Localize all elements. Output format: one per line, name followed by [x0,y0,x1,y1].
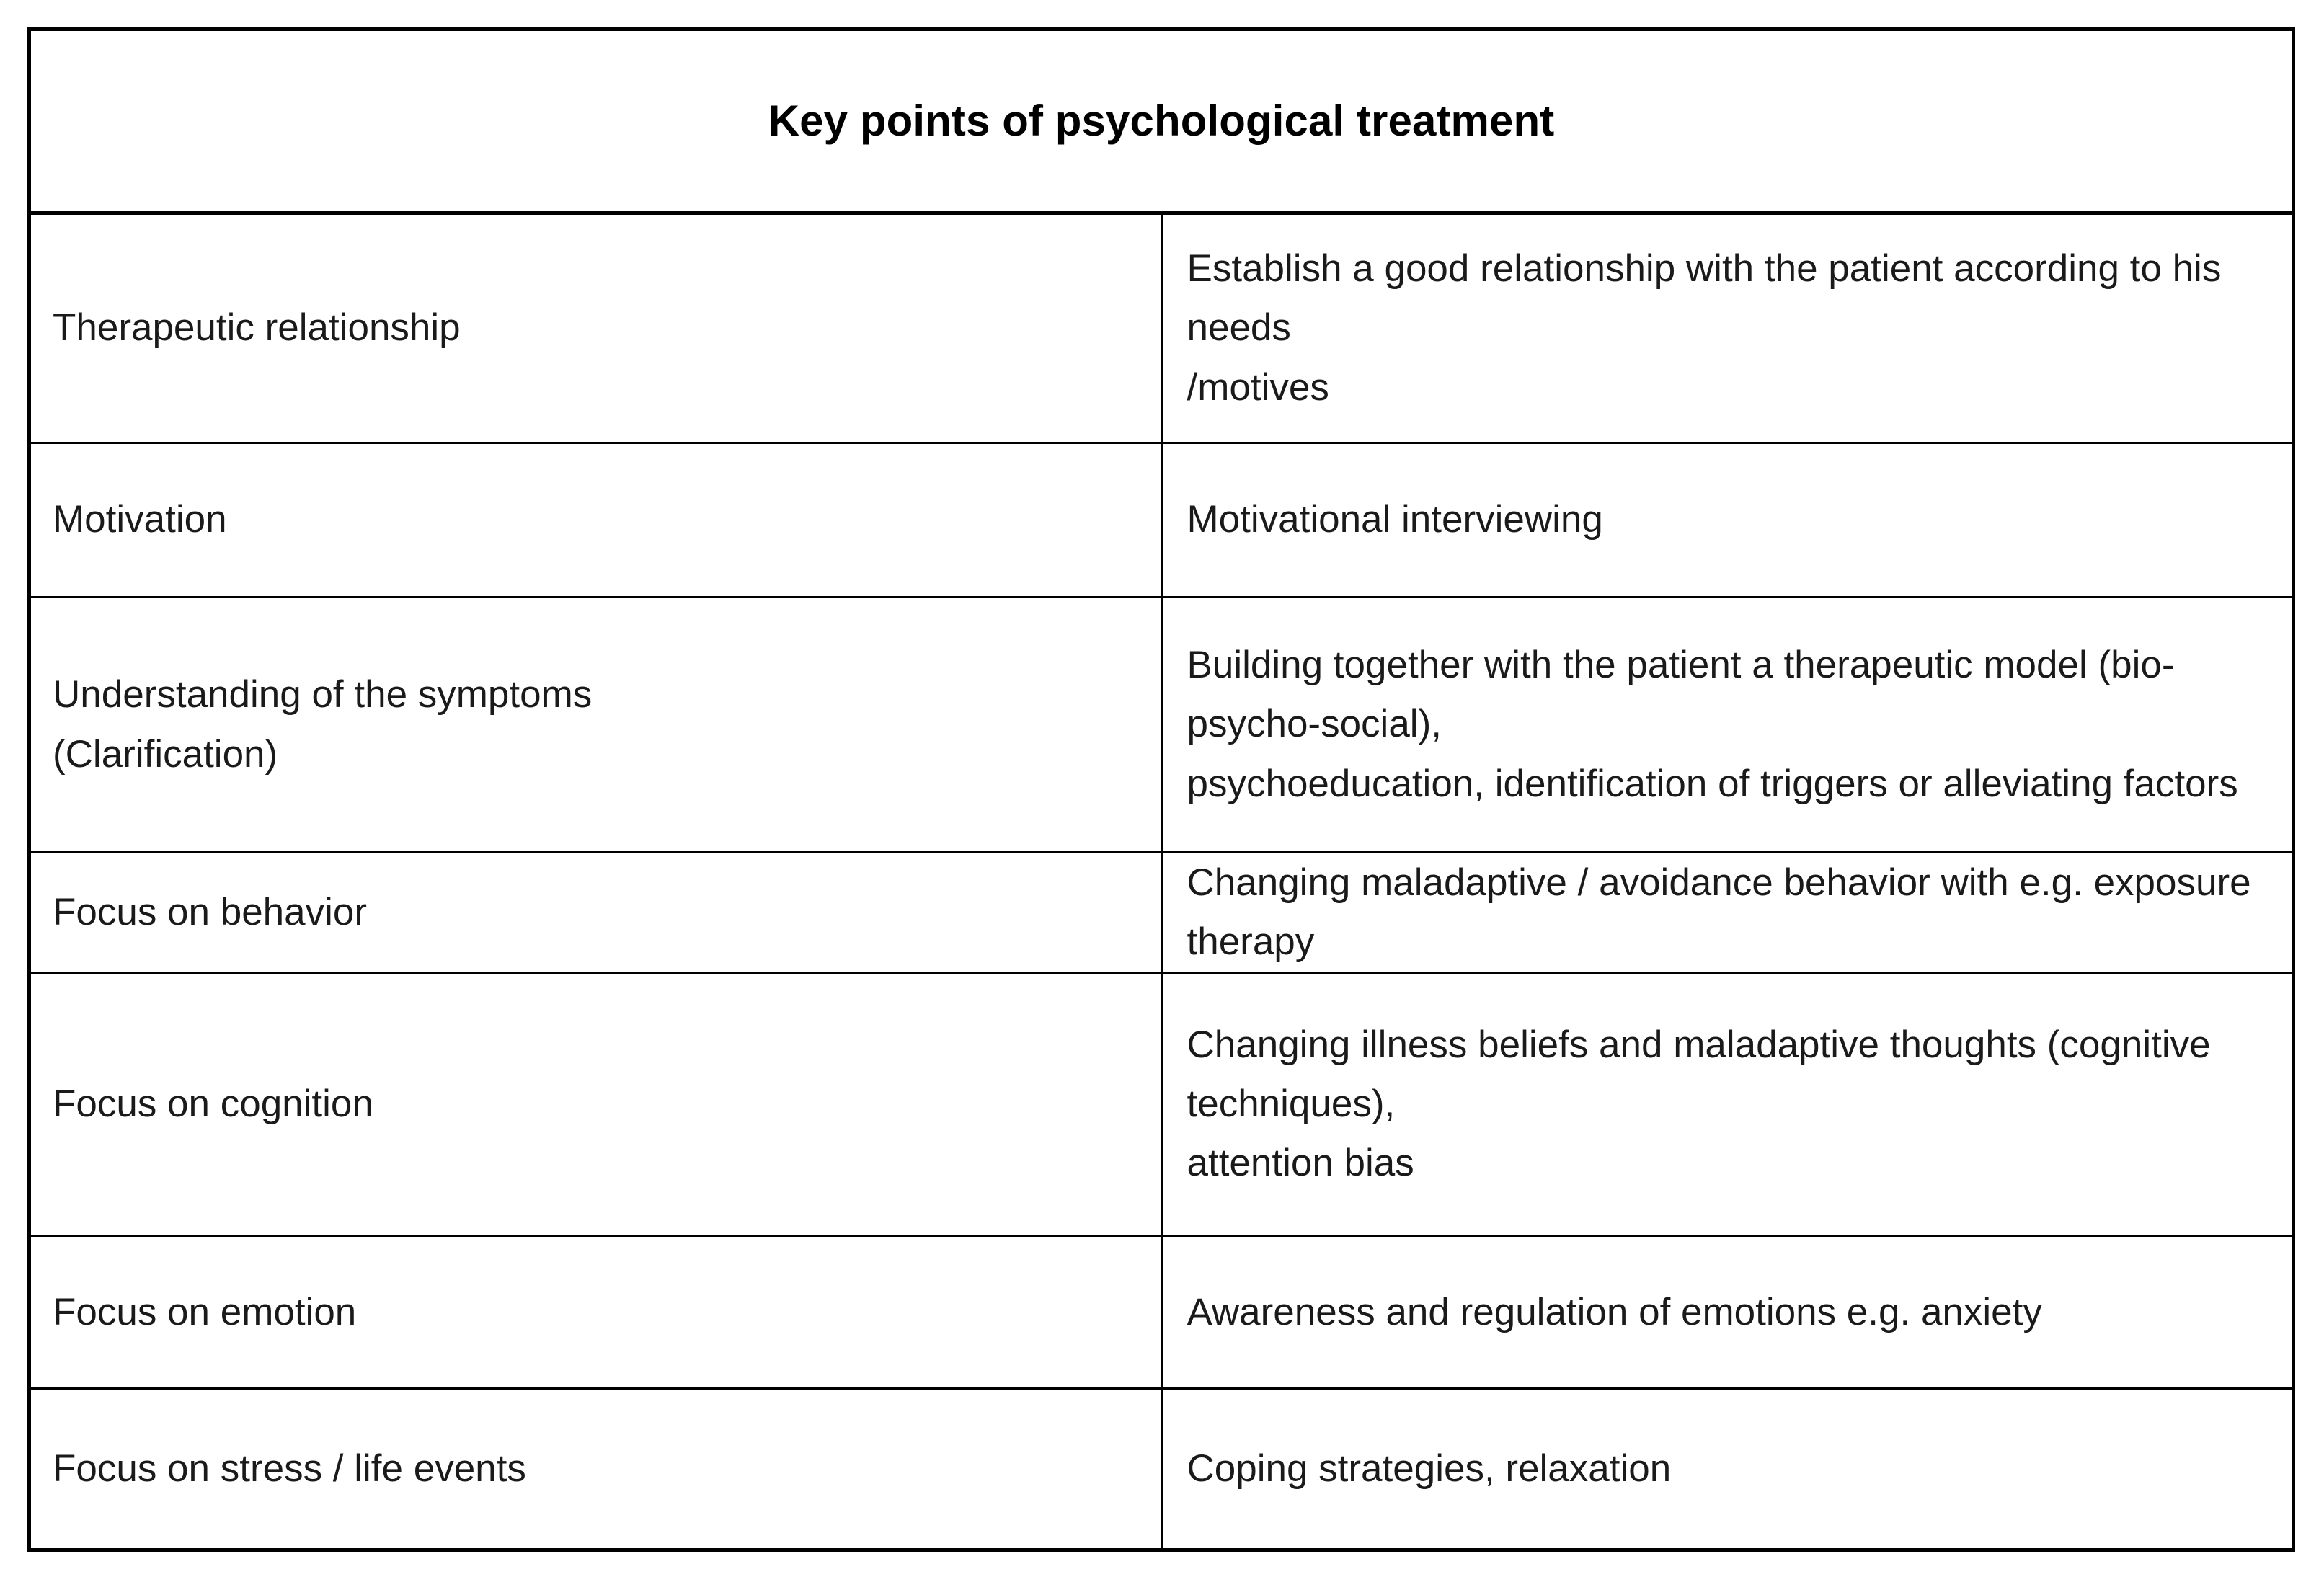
term-label: Motivation [53,498,227,541]
key-points-table: Key points of psychological treatment Th… [27,27,2295,1552]
table-cell-description: Awareness and regulation of emotions e.g… [1161,1235,2295,1390]
table-row: Focus on stress / life events Coping str… [27,1388,2295,1552]
table-cell-term: Motivation [27,443,1163,598]
page-title: Key points of psychological treatment [768,97,1555,145]
key-points-table-container: Key points of psychological treatment Th… [27,27,2295,1552]
term-label: Focus on behavior [53,891,368,934]
table-row: Understanding of the symptoms (Clarifica… [27,597,2295,853]
description-text: Awareness and regulation of emotions e.g… [1187,1290,2042,1333]
table-cell-term: Focus on cognition [27,972,1163,1238]
table-cell-description: Changing illness beliefs and maladaptive… [1161,972,2295,1238]
table-row: Motivation Motivational interviewing [27,443,2295,598]
table-cell-description: Changing maladaptive / avoidance behavio… [1161,852,2295,974]
description-text: Changing illness beliefs and maladaptive… [1187,1023,2211,1185]
table-row: Focus on emotion Awareness and regulatio… [27,1235,2295,1390]
term-label: Understanding of the symptoms (Clarifica… [53,673,593,776]
table-title-row: Key points of psychological treatment [27,27,2295,215]
table-cell-description: Building together with the patient a the… [1161,597,2295,853]
table-cell-term: Therapeutic relationship [27,213,1163,444]
description-text: Establish a good relationship with the p… [1187,247,2222,409]
table-cell-description: Motivational interviewing [1161,443,2295,598]
description-text: Building together with the patient a the… [1187,644,2238,805]
table-cell-term: Focus on emotion [27,1235,1163,1390]
table-cell-term: Understanding of the symptoms (Clarifica… [27,597,1163,853]
table-cell-term: Focus on behavior [27,852,1163,974]
description-text: Coping strategies, relaxation [1187,1447,1672,1491]
description-text: Changing maladaptive / avoidance behavio… [1187,861,2251,964]
description-text: Motivational interviewing [1187,498,1603,541]
term-label: Focus on cognition [53,1083,373,1126]
term-label: Focus on stress / life events [53,1447,526,1491]
table-row: Therapeutic relationship Establish a goo… [27,213,2295,444]
table-cell-description: Establish a good relationship with the p… [1161,213,2295,444]
table-body: Key points of psychological treatment Th… [27,27,2295,1552]
table-cell-term: Focus on stress / life events [27,1388,1163,1552]
table-title-cell: Key points of psychological treatment [27,27,2295,215]
term-label: Therapeutic relationship [53,306,461,350]
table-row: Focus on behavior Changing maladaptive /… [27,852,2295,974]
table-cell-description: Coping strategies, relaxation [1161,1388,2295,1552]
table-row: Focus on cognition Changing illness beli… [27,972,2295,1238]
term-label: Focus on emotion [53,1290,357,1333]
